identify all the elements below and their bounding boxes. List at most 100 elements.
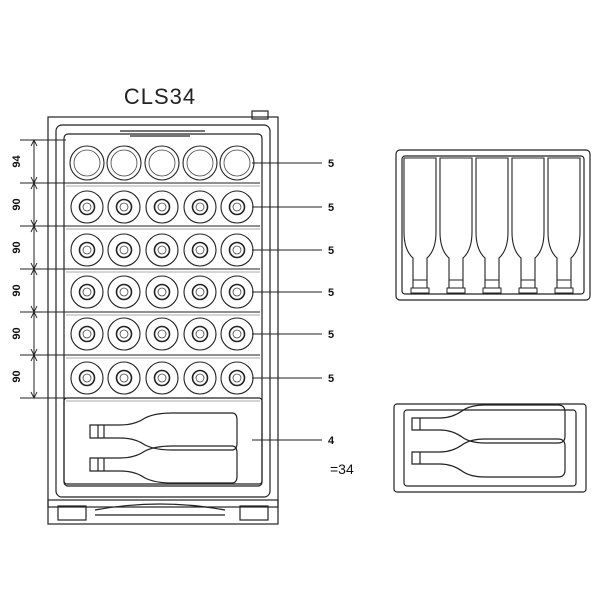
dimension-label: 90 bbox=[11, 370, 23, 382]
bottle-end bbox=[220, 190, 254, 224]
bottle-end bbox=[183, 233, 217, 267]
bottle-neck bbox=[153, 241, 171, 259]
dimension-label: 90 bbox=[11, 198, 23, 210]
top-hinge bbox=[251, 110, 269, 120]
shelves-group bbox=[66, 182, 260, 402]
bottle-end bbox=[106, 145, 142, 181]
bottle-cork bbox=[195, 245, 205, 255]
bottle-cork bbox=[157, 373, 167, 383]
standing-bottle-holder bbox=[446, 287, 466, 294]
bottle-neck bbox=[78, 198, 96, 216]
standing-bottle bbox=[439, 157, 473, 289]
bottom-compartment bbox=[63, 397, 263, 485]
shelf-count-label: 5 bbox=[328, 287, 334, 299]
bottle-cork bbox=[82, 202, 92, 212]
total-label: =34 bbox=[330, 461, 354, 477]
dimension-arrow bbox=[30, 267, 38, 276]
shelf-count-label: 5 bbox=[328, 202, 334, 214]
standing-bottle bbox=[511, 157, 545, 289]
bottle-cork bbox=[119, 202, 129, 212]
bottle-end bbox=[107, 275, 141, 309]
bottle-neck bbox=[191, 325, 209, 343]
bottle-end bbox=[219, 145, 255, 181]
shelf-count-label: 5 bbox=[328, 245, 334, 257]
bottle-end bbox=[107, 361, 141, 395]
drawer-side-view-inner bbox=[403, 409, 577, 487]
dimension-arrow bbox=[30, 224, 38, 233]
bottle-neck bbox=[228, 241, 246, 259]
bottle-end bbox=[145, 317, 179, 351]
dimension-label: 90 bbox=[11, 327, 23, 339]
bottle-end bbox=[220, 361, 254, 395]
dimension-label: 90 bbox=[11, 284, 23, 296]
bottle-cork bbox=[232, 373, 242, 383]
bottle-cork bbox=[195, 287, 205, 297]
bottle-end bbox=[107, 233, 141, 267]
shelf-count-label: 5 bbox=[328, 329, 334, 341]
drawer-side-view bbox=[393, 403, 587, 493]
foot-left bbox=[57, 505, 87, 521]
bottle-end bbox=[145, 233, 179, 267]
bottle-cork bbox=[119, 245, 129, 255]
bottle-end bbox=[145, 190, 179, 224]
bottle-neck bbox=[115, 283, 133, 301]
bottle-end bbox=[183, 190, 217, 224]
dimension-arrow bbox=[30, 391, 38, 400]
bottle-end bbox=[145, 275, 179, 309]
bottle-end bbox=[183, 275, 217, 309]
bottle-neck bbox=[115, 198, 133, 216]
bottle-end bbox=[107, 190, 141, 224]
shelf-top-view-outer bbox=[395, 149, 591, 301]
bottle-cork bbox=[119, 373, 129, 383]
bottle-cork bbox=[157, 329, 167, 339]
bottle-cork bbox=[82, 245, 92, 255]
bottle-neck bbox=[191, 369, 209, 387]
bottle-cork bbox=[195, 373, 205, 383]
bottle-cork bbox=[157, 202, 167, 212]
bottle-cork bbox=[157, 245, 167, 255]
bottle-cork bbox=[119, 287, 129, 297]
bottle-neck bbox=[115, 369, 133, 387]
shelf-count-label: 4 bbox=[328, 435, 335, 447]
bottle-ends-group bbox=[69, 145, 255, 395]
bottle-neck bbox=[78, 241, 96, 259]
bottle-neck bbox=[78, 325, 96, 343]
cabinet-liner bbox=[63, 133, 263, 487]
standing-bottle bbox=[403, 157, 437, 289]
bottle-cork bbox=[82, 287, 92, 297]
bottle-cork bbox=[232, 287, 242, 297]
bottle-end bbox=[220, 275, 254, 309]
bottle-base bbox=[223, 149, 251, 177]
bottle-neck bbox=[191, 283, 209, 301]
bottle-end bbox=[70, 275, 104, 309]
plinth-grille bbox=[94, 503, 226, 511]
bottle-neck bbox=[153, 283, 171, 301]
bottle-end bbox=[70, 317, 104, 351]
cabinet-front-view bbox=[47, 110, 279, 525]
lying-bottle-lower bbox=[89, 445, 238, 484]
bottle-end bbox=[183, 317, 217, 351]
dimension-arrow bbox=[30, 138, 38, 147]
standing-bottle bbox=[547, 157, 581, 289]
bottle-base bbox=[148, 149, 176, 177]
bottle-end bbox=[70, 190, 104, 224]
bottle-neck bbox=[153, 325, 171, 343]
bottle-cork bbox=[82, 373, 92, 383]
bottle-neck bbox=[153, 369, 171, 387]
bottle-cork bbox=[157, 287, 167, 297]
bottle-end bbox=[69, 145, 105, 181]
shelf-count-label: 5 bbox=[328, 373, 334, 385]
cabinet-inner-frame bbox=[55, 124, 271, 498]
dimension-label: 90 bbox=[11, 241, 23, 253]
bottle-end bbox=[144, 145, 180, 181]
bottle-neck bbox=[78, 283, 96, 301]
model-title: CLS34 bbox=[123, 84, 197, 109]
bottle-end bbox=[220, 317, 254, 351]
standing-bottle-holder bbox=[518, 287, 538, 294]
bottle-end bbox=[70, 233, 104, 267]
stacked-bottle-lower bbox=[411, 438, 566, 478]
bottle-neck bbox=[191, 241, 209, 259]
